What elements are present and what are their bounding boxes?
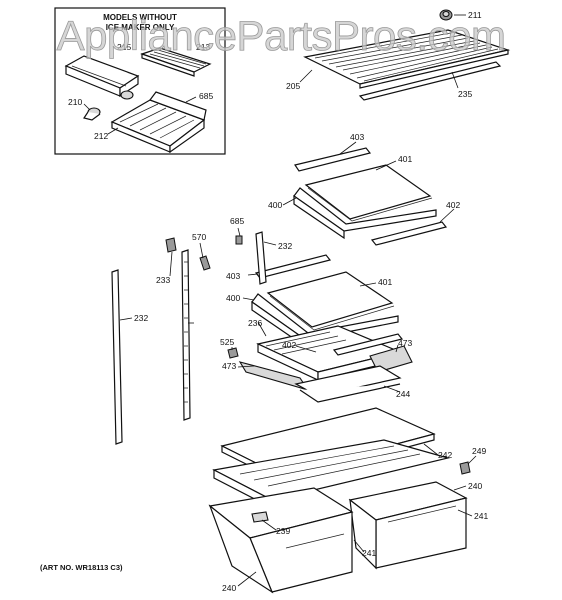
callout-401-upper: 401 [398, 154, 412, 164]
callout-473-right: 473 [398, 338, 412, 348]
callout-205: 205 [286, 81, 300, 91]
callout-232-short: 232 [278, 241, 292, 251]
part-402-lower-trim [332, 333, 404, 356]
callout-240-right: 240 [468, 481, 482, 491]
part-212-rack [110, 91, 207, 154]
part-211-clip [439, 9, 453, 21]
leader-lines [119, 14, 477, 587]
part-232-short-rail [255, 231, 267, 285]
inset-label-685: 685 [199, 91, 213, 101]
inset-ice-maker-models: MODELS WITHOUT ICE MAKER ONLY [54, 7, 226, 155]
inset-label-215: 215 [117, 42, 131, 52]
callout-labels: 211 205 235 403 401 400 402 685 570 232 … [134, 10, 488, 593]
part-210-knob [83, 107, 101, 121]
callout-525: 525 [220, 337, 234, 347]
part-570-screw [199, 255, 211, 271]
inset-label-212: 212 [94, 131, 108, 141]
part-235-shelf-trim [358, 61, 502, 101]
part-403-upper-trim [294, 147, 372, 172]
callout-241-right: 241 [474, 511, 488, 521]
inset-label-210: 210 [68, 97, 82, 107]
inset-title-line2: ICE MAKER ONLY [106, 23, 175, 32]
callout-235: 235 [458, 89, 472, 99]
callout-249: 249 [472, 446, 486, 456]
callout-403-lower: 403 [226, 271, 240, 281]
callout-402-lower: 402 [282, 340, 296, 350]
part-685-screw [235, 235, 243, 245]
callout-240-left: 240 [222, 583, 236, 593]
part-402-upper-trim [370, 221, 448, 246]
callout-236: 236 [248, 318, 262, 328]
callout-403-upper: 403 [350, 132, 364, 142]
callout-232-left: 232 [134, 313, 148, 323]
part-215-bin [64, 55, 140, 100]
callout-400-upper: 400 [268, 200, 282, 210]
callout-211: 211 [468, 10, 482, 20]
part-525-clip [227, 347, 239, 359]
watermark: AppliancePartsPros.com [57, 12, 506, 59]
part-232-left-rail [111, 269, 123, 445]
callout-241-center: 241 [362, 548, 376, 558]
part-232-ladder-rail [181, 249, 191, 421]
part-249-bracket [459, 461, 471, 475]
part-205-wire-shelf [303, 29, 511, 89]
callout-473-left: 473 [222, 361, 236, 371]
part-400-upper-frame [293, 187, 437, 240]
callout-402-upper: 402 [446, 200, 460, 210]
callout-239: 239 [276, 526, 290, 536]
part-233-bracket [165, 237, 177, 253]
inset-label-213: 213 [196, 42, 210, 52]
callout-401-lower: 401 [378, 277, 392, 287]
callout-244: 244 [396, 389, 410, 399]
callout-233: 233 [156, 275, 170, 285]
callout-242: 242 [438, 450, 452, 460]
part-244-tray [294, 365, 402, 403]
callout-570: 570 [192, 232, 206, 242]
callout-400-lower: 400 [226, 293, 240, 303]
art-number: (ART NO. WR18113 C3) [40, 563, 123, 572]
inset-title-line1: MODELS WITHOUT [103, 13, 177, 22]
part-401-upper-glass [304, 164, 433, 222]
callout-685: 685 [230, 216, 244, 226]
part-240-left-drawer [208, 487, 354, 594]
part-240-right-drawer [348, 481, 468, 570]
part-239-slide [251, 511, 269, 523]
part-403-lower-trim [254, 254, 332, 279]
part-213-tray [140, 47, 212, 77]
